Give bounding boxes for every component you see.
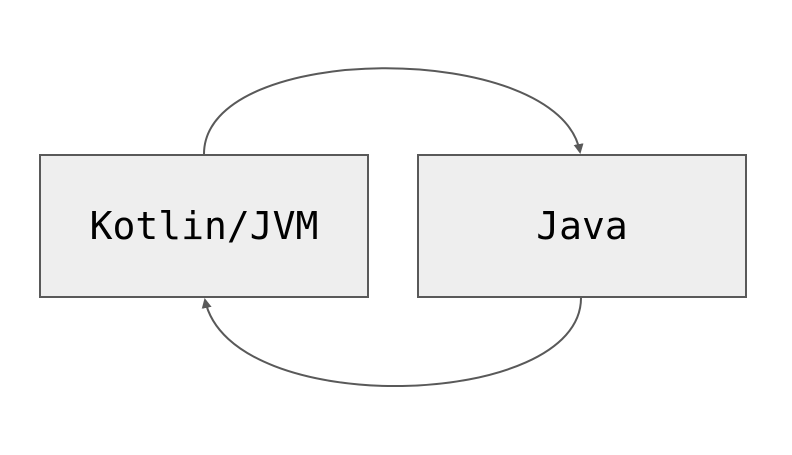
node-java-label: Java — [536, 204, 628, 248]
node-kotlin-jvm: Kotlin/JVM — [39, 154, 369, 298]
edge-java-to-kotlin — [201, 297, 582, 388]
node-java: Java — [417, 154, 747, 298]
node-kotlin-jvm-label: Kotlin/JVM — [89, 204, 319, 248]
edge-kotlin-to-java — [203, 67, 584, 155]
